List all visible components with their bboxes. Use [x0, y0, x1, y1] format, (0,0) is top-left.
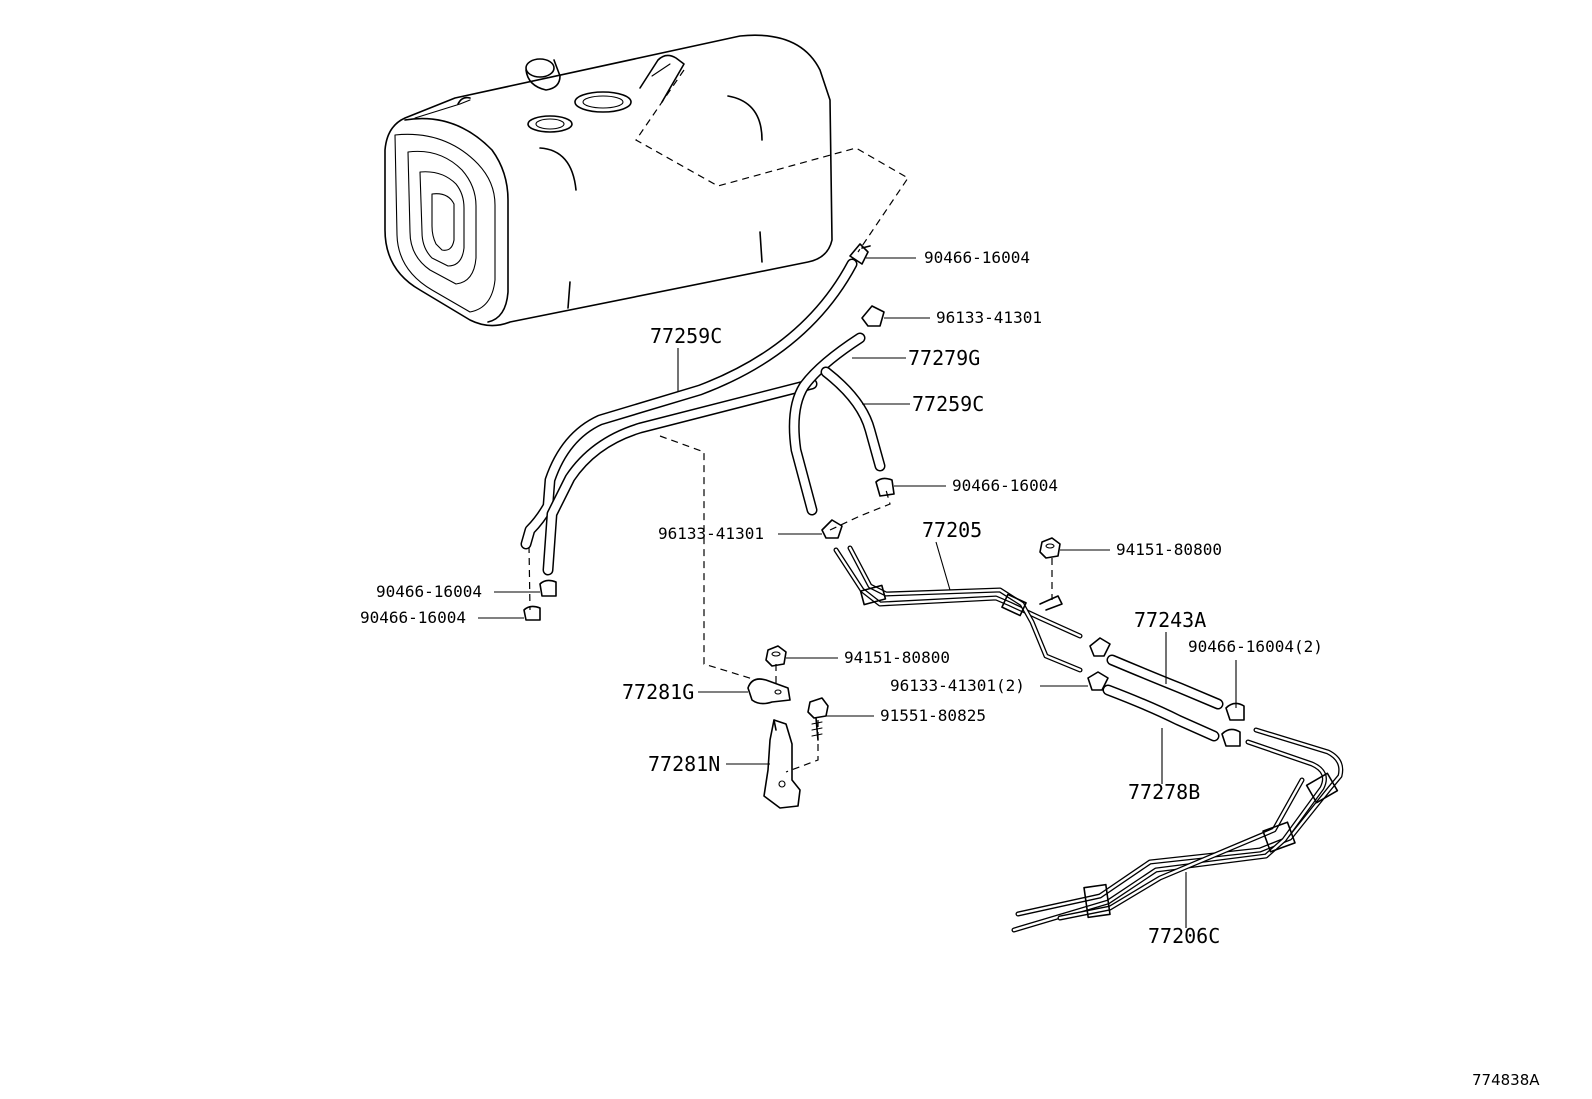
callout-clamp-left-2: 90466-16004: [360, 608, 466, 627]
callout-bolt: 91551-80825: [880, 706, 986, 725]
callout-clip-top: 96133-41301: [936, 308, 1042, 327]
clamp-mid-right-part: [875, 477, 895, 497]
callout-pipe-77206c: 77206C: [1148, 924, 1220, 948]
callout-hose-77279g: 77279G: [908, 346, 980, 370]
callout-pipe-77205: 77205: [922, 518, 982, 542]
callout-clamp-top: 90466-16004: [924, 248, 1030, 267]
clamp-77281g-part: [747, 678, 791, 705]
callout-hose-77259c-left: 77259C: [650, 324, 722, 348]
pipe-77205: [833, 545, 1083, 673]
leader-lines: [478, 257, 1237, 928]
callout-clamp-pair: 90466-16004(2): [1188, 637, 1323, 656]
clamp-pair-part: [1221, 702, 1245, 747]
clamp-left-2-part: [523, 605, 541, 621]
clamp-top-part: [849, 243, 871, 265]
bracket-77281n-part: [763, 719, 801, 809]
pipe-77206c: [1011, 727, 1344, 933]
callout-hose-77278b: 77278B: [1128, 780, 1200, 804]
callout-hose-77259c-right: 77259C: [912, 392, 984, 416]
vent-hose-assembly: [520, 258, 886, 576]
callout-nut-left: 94151-80800: [844, 648, 950, 667]
callout-clip-pair: 96133-41301(2): [890, 676, 1025, 695]
hoses-77243a-77278b: [1102, 654, 1224, 742]
callout-hose-77243a: 77243A: [1134, 608, 1206, 632]
callout-nut-right: 94151-80800: [1116, 540, 1222, 559]
clamp-left-1-part: [539, 579, 557, 597]
fuel-tank: [384, 34, 833, 327]
callout-labels: 90466-16004 96133-41301 77279G 77259C 90…: [360, 248, 1540, 1089]
callout-clamp-77281g: 77281G: [622, 680, 694, 704]
callout-bracket-77281n: 77281N: [648, 752, 720, 776]
callout-clamp-left-1: 90466-16004: [376, 582, 482, 601]
clip-mid-left-part: [821, 519, 843, 539]
bolt-part: [807, 697, 829, 741]
nut-right-part: [1039, 537, 1061, 559]
nut-left-part: [765, 645, 787, 667]
callout-clip-mid-left: 96133-41301: [658, 524, 764, 543]
callout-clamp-mid-right: 90466-16004: [952, 476, 1058, 495]
diagram-reference-code: 774838A: [1472, 1071, 1540, 1089]
clip-top-part: [861, 305, 885, 327]
clip-pair-part: [1087, 637, 1111, 691]
